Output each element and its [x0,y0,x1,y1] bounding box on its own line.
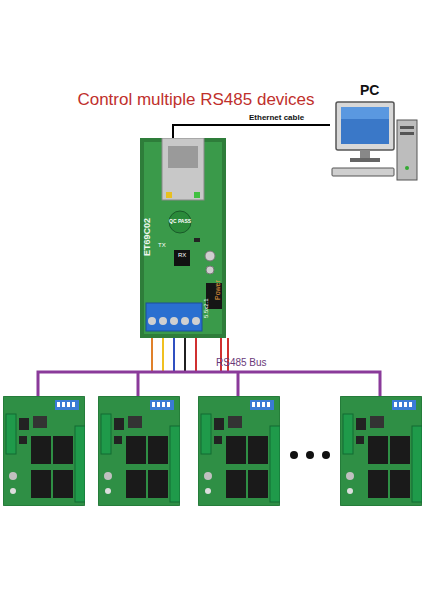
node-text: PC [360,82,379,98]
part-name: Power [214,280,221,300]
converter-board: ET69C02 [140,138,226,338]
board-illustration [140,138,226,338]
diagram-title: Control multiple RS485 devices [0,90,392,110]
pc-node: PC [330,80,420,192]
signal-name: TX [158,242,166,248]
dimension-text: 5.5x2.1 [203,298,209,318]
ethernet-cable [173,125,330,138]
node-text: ET69C02 [142,218,152,256]
edge-label: Ethernet cable [249,114,304,122]
bus-label: RS485 Bus [216,358,267,368]
sticker-text: QC PASS [169,219,191,224]
signal-name: RX [178,252,186,258]
